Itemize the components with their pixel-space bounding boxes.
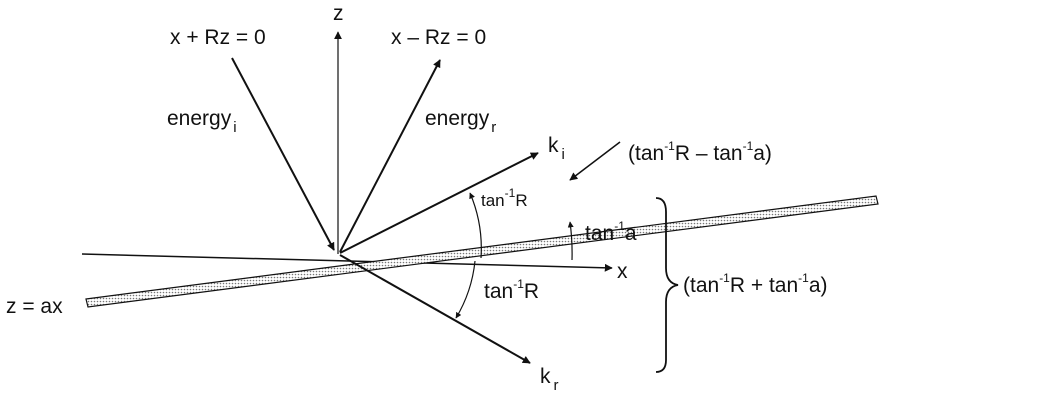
energy-incident-sub: i	[233, 119, 236, 136]
reflected-line-label: x – Rz = 0	[391, 26, 486, 49]
z-axis-label: z	[333, 2, 344, 25]
sloped-plane	[85, 195, 879, 308]
x-axis-label: x	[617, 260, 628, 283]
difference-angle-pointer	[569, 141, 621, 181]
lower-angle-arc	[455, 260, 476, 319]
k-incident-vector	[339, 152, 539, 254]
incident-energy-line	[231, 57, 335, 251]
incident-line-label: x + Rz = 0	[170, 26, 266, 49]
k-reflected-vector	[339, 254, 531, 364]
energy-incident-base: energy	[167, 107, 232, 130]
sum-angle-label: (tan-1R + tan-1a)	[683, 271, 828, 297]
k-reflected-sub: r	[554, 377, 559, 394]
energy-reflected-base: energy	[425, 107, 490, 130]
difference-angle-label: (tan-1R – tan-1a)	[628, 139, 772, 165]
plane-angle-arc	[567, 221, 574, 261]
k-incident-base: k	[548, 134, 559, 157]
k-incident-sub: i	[562, 146, 565, 163]
x-axis-line	[81, 253, 613, 272]
upper-angle-arc	[469, 192, 482, 259]
sum-angle-brace	[655, 197, 679, 373]
plane-angle-label: tan-1a	[585, 219, 637, 245]
plane-label: z = ax	[6, 295, 63, 318]
reflected-energy-line	[339, 59, 441, 253]
energy-reflected-sub: r	[491, 119, 496, 136]
k-reflected-base: k	[540, 365, 551, 388]
lower-angle-label: tan-1R	[484, 277, 539, 303]
upper-angle-label: tan-1R	[481, 186, 528, 210]
